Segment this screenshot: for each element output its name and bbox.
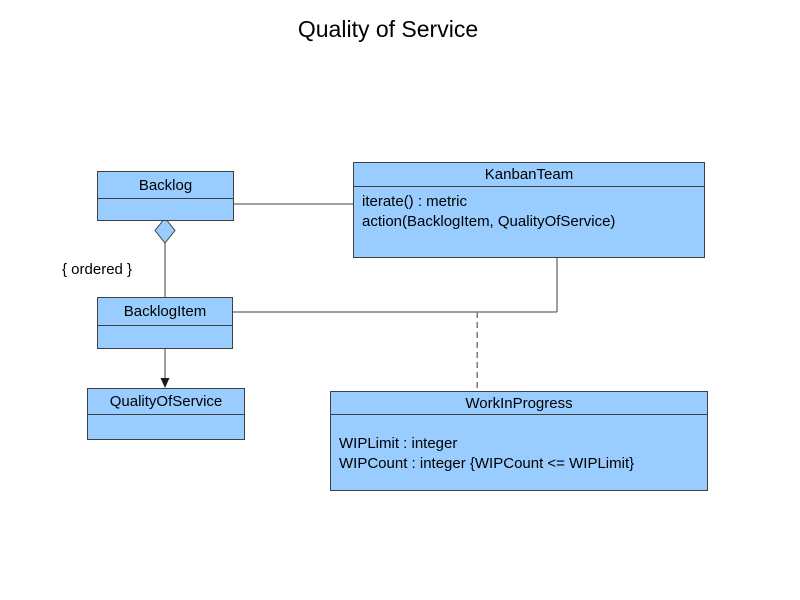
class-name-kanbanteam: KanbanTeam bbox=[354, 163, 704, 187]
class-box-qualityofservice: QualityOfService bbox=[87, 388, 245, 440]
class-box-backlog: Backlog bbox=[97, 171, 234, 221]
diagram-title: Quality of Service bbox=[297, 16, 479, 42]
class-name-workinprogress: WorkInProgress bbox=[331, 392, 707, 415]
operation-iterate: iterate() : metric bbox=[362, 193, 468, 210]
class-name-backlog: Backlog bbox=[98, 172, 233, 199]
attribute-wipcount: WIPCount : integer {WIPCount <= WIPLimit… bbox=[339, 455, 635, 472]
class-body-workinprogress: WIPLimit : integer WIPCount : integer {W… bbox=[331, 415, 707, 474]
class-box-backlogitem: BacklogItem bbox=[97, 297, 233, 349]
constraint-label-ordered: { ordered } bbox=[62, 261, 133, 278]
aggregation-diamond bbox=[154, 217, 176, 244]
attribute-wiplimit: WIPLimit : integer bbox=[339, 435, 458, 452]
arrowhead-icon bbox=[160, 378, 170, 388]
class-name-qualityofservice: QualityOfService bbox=[88, 389, 244, 415]
operation-action: action(BacklogItem, QualityOfService) bbox=[362, 213, 616, 230]
class-body-kanbanteam: iterate() : metric action(BacklogItem, Q… bbox=[354, 187, 704, 232]
class-box-workinprogress: WorkInProgress WIPLimit : integer WIPCou… bbox=[330, 391, 708, 491]
class-box-kanbanteam: KanbanTeam iterate() : metric action(Bac… bbox=[353, 162, 705, 258]
class-name-backlogitem: BacklogItem bbox=[98, 298, 232, 326]
